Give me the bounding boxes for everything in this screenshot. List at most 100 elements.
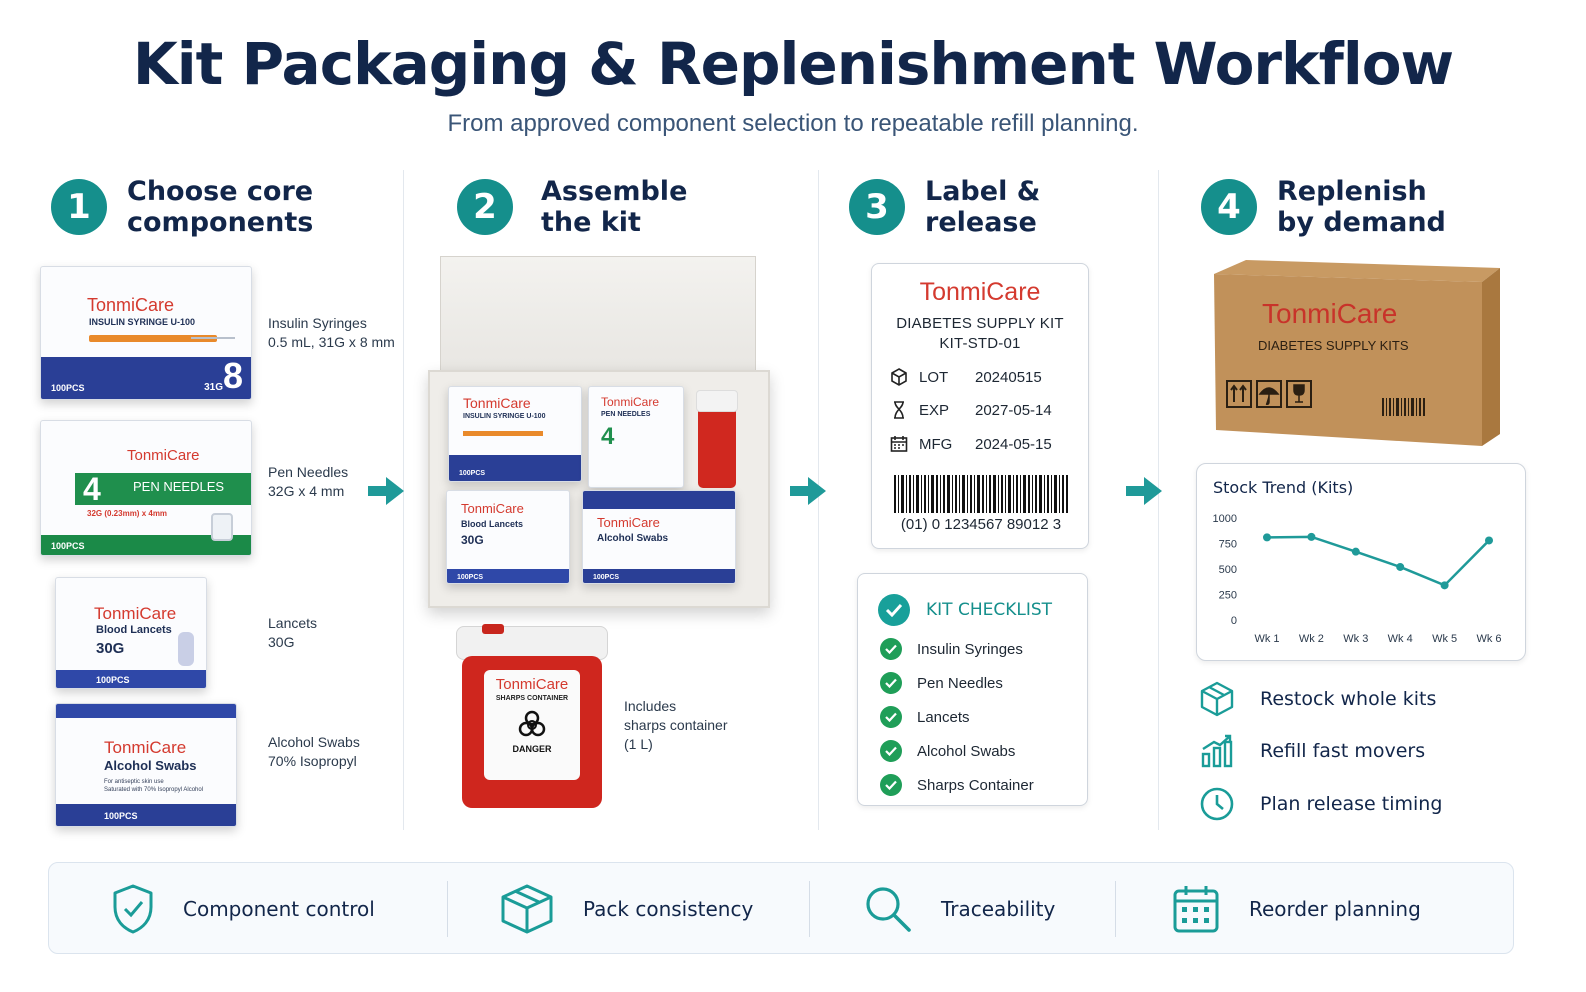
- magnifier-icon: [866, 887, 911, 932]
- box-product-name: Blood Lancets: [96, 624, 172, 636]
- footer-item: Component control: [111, 863, 375, 955]
- x-tick-label: Wk 1: [1254, 633, 1279, 645]
- kit-tray: TonmiCare INSULIN SYRINGE U-100 100PCS T…: [428, 370, 770, 608]
- chart-title: Stock Trend (Kits): [1213, 478, 1354, 497]
- tray-pen-needles-box: TonmiCare PEN NEEDLES 4: [588, 386, 684, 488]
- step-3-header: 3 Label & release: [849, 176, 1040, 238]
- kit-label-code: KIT-STD-01: [939, 335, 1021, 352]
- checklist-item-label: Lancets: [917, 708, 970, 726]
- checklist-item: Sharps Container: [880, 774, 1034, 796]
- check-circle-icon: [880, 672, 902, 694]
- checklist-item-label: Alcohol Swabs: [917, 742, 1016, 760]
- component-label: Pen Needles 32G x 4 mm: [268, 464, 349, 499]
- pen-needles-box: TonmiCare 4 PEN NEEDLES 32G (0.23mm) x 4…: [40, 420, 252, 556]
- step-1-header: 1 Choose core components: [51, 176, 313, 238]
- box-color-band: [75, 473, 251, 505]
- calendar-icon: [890, 436, 908, 452]
- check-circle-icon: [880, 774, 902, 796]
- brand-logo: TonmiCare: [127, 447, 200, 464]
- footer-item-label: Traceability: [941, 897, 1056, 921]
- checklist-item: Pen Needles: [880, 672, 1034, 694]
- y-tick-label: 750: [1219, 539, 1237, 551]
- label-row-lot: LOT 20240515: [889, 367, 1042, 387]
- brand-logo: TonmiCare: [87, 295, 175, 315]
- kit-label-card: TonmiCare DIABETES SUPPLY KIT KIT-STD-01…: [871, 263, 1089, 549]
- step-title: Label & release: [925, 176, 1041, 238]
- page-title: Kit Packaging & Replenishment Workflow: [132, 30, 1454, 98]
- clock-icon: [1200, 787, 1234, 821]
- box-product-name: PEN NEEDLES: [601, 411, 651, 418]
- brand-logo: TonmiCare: [597, 515, 660, 530]
- x-tick-label: Wk 6: [1476, 633, 1501, 645]
- box-note: For antiseptic skin use Saturated with 7…: [104, 779, 204, 793]
- component-label: Insulin Syringes 0.5 mL, 31G x 8 mm: [268, 315, 395, 350]
- y-tick-label: 0: [1231, 615, 1237, 627]
- step-title: Replenish by demand: [1277, 176, 1446, 238]
- footer-item: Reorder planning: [1171, 863, 1421, 955]
- footer-item-label: Pack consistency: [583, 897, 754, 921]
- box-product-name: INSULIN SYRINGE U-100: [463, 413, 546, 420]
- box-count: 100PCS: [96, 675, 130, 685]
- brand-logo: TonmiCare: [919, 278, 1041, 306]
- checklist-item: Insulin Syringes: [880, 638, 1034, 660]
- tray-sharps-container: [696, 390, 738, 488]
- brand-logo: TonmiCare: [104, 738, 187, 757]
- alcohol-swabs-box: TonmiCare Alcohol Swabs For antiseptic s…: [55, 703, 237, 827]
- handling-symbols: [1226, 380, 1312, 408]
- box-size-number: 4: [601, 423, 615, 450]
- barcode-icon: [894, 475, 1068, 513]
- data-point: [1485, 536, 1493, 545]
- checklist-items: Insulin Syringes Pen Needles Lancets Alc…: [880, 638, 1034, 808]
- keep-dry-icon: [1256, 380, 1282, 408]
- tray-swabs-box: TonmiCare Alcohol Swabs 100PCS: [582, 490, 736, 584]
- box-gauge: 30G: [96, 640, 125, 657]
- footer-item: Traceability: [863, 863, 1055, 955]
- data-point: [1307, 532, 1316, 541]
- y-tick-label: 250: [1219, 590, 1237, 602]
- fragile-icon: [1286, 380, 1312, 408]
- footer-item-label: Reorder planning: [1249, 897, 1421, 921]
- hourglass-icon: [894, 401, 904, 419]
- box-count: 100PCS: [593, 574, 620, 581]
- box-gauge: 31G: [204, 382, 223, 393]
- sharps-container: TonmiCare SHARPS CONTAINER DANGER: [456, 624, 608, 808]
- step-4-header: 4 Replenish by demand: [1201, 176, 1446, 238]
- label-value: 20240515: [975, 368, 1042, 386]
- step-title: Assemble the kit: [541, 176, 688, 238]
- column-divider: [818, 170, 819, 830]
- x-tick-label: Wk 2: [1299, 633, 1324, 645]
- check-circle-icon: [880, 706, 902, 728]
- arrow-right-icon: [790, 477, 826, 505]
- bar-chart-icon: [1201, 734, 1233, 768]
- box-count: 100PCS: [104, 811, 138, 821]
- checklist-header: KIT CHECKLIST: [878, 594, 1052, 626]
- box-icon: [891, 368, 907, 386]
- box-count: 100PCS: [457, 574, 484, 581]
- box-product-name: INSULIN SYRINGE U-100: [89, 317, 196, 327]
- replenish-action: Refill fast movers: [1198, 732, 1425, 770]
- needle-cap-illustration: [211, 513, 233, 541]
- syringe-illustration: [89, 335, 217, 342]
- lancet-illustration: [178, 632, 194, 666]
- box-count: 100PCS: [459, 470, 486, 477]
- footer-benefits-bar: Component control Pack consistency Trace…: [48, 862, 1514, 954]
- label-row-mfg: MFG 2024-05-15: [889, 434, 1052, 454]
- sharps-label: TonmiCare SHARPS CONTAINER DANGER: [484, 670, 580, 780]
- blood-lancets-box: TonmiCare Blood Lancets 30G 100PCS: [55, 577, 207, 689]
- brand-logo: TonmiCare: [94, 604, 177, 623]
- label-key: LOT: [919, 368, 949, 386]
- calendar-grid-icon: [1173, 886, 1219, 933]
- box-color-band: [41, 357, 251, 399]
- step-number: 3: [849, 179, 905, 235]
- data-point: [1396, 562, 1405, 571]
- y-tick-label: 500: [1219, 564, 1237, 576]
- box-size-number: 4: [83, 471, 101, 507]
- column-divider: [403, 170, 404, 830]
- component-label: Alcohol Swabs 70% Isopropyl: [268, 734, 360, 769]
- sharps-lid: [456, 626, 608, 660]
- check-circle-icon: [880, 740, 902, 762]
- carton-barcode-icon: [1382, 398, 1425, 416]
- checklist-item: Alcohol Swabs: [880, 740, 1034, 762]
- shield-check-icon: [113, 884, 153, 934]
